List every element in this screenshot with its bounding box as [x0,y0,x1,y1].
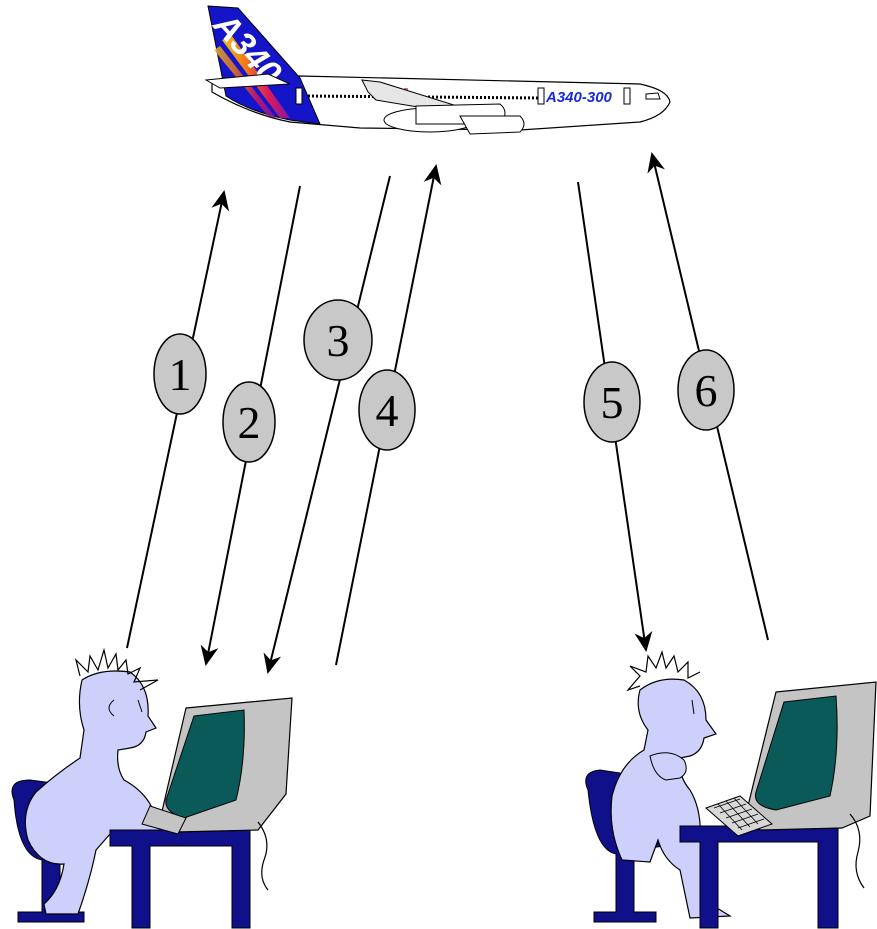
right-monitor-screen [754,695,838,811]
badge-number: 4 [376,385,399,436]
message-badge-4: 4 [358,369,416,451]
aircraft-fuselage-text: A340-300 [545,89,613,106]
right-cable [849,813,865,889]
right-person-hand [649,752,687,781]
aircraft-tail-fin [207,5,321,125]
message-arrow-1 [126,190,230,649]
left-cable [257,821,269,891]
badge-number: 2 [238,397,261,448]
aircraft-door [295,87,303,105]
message-badge-3: 3 [303,299,373,381]
left-person-hair [74,647,159,691]
badge-number: 3 [327,315,350,366]
left-computer [141,697,293,891]
aircraft-engine-nacelle [459,115,525,135]
badge-number: 1 [169,349,192,400]
right-desk [679,825,839,929]
aircraft-stabilizer [204,73,291,89]
right-keyboard [705,795,773,837]
aircraft-door [537,87,545,105]
left-workstation [11,647,293,929]
message-arrow-3 [263,175,391,674]
aircraft-cockpit [645,92,661,100]
message-badges: 1 2 3 4 5 6 [153,299,735,463]
badge-number: 5 [601,377,624,428]
left-monitor-screen [165,709,245,819]
message-badge-6: 6 [677,349,735,431]
right-computer [705,681,877,889]
message-badge-1: 1 [153,333,207,415]
right-keyboard-keys [713,797,765,831]
left-keyboard [141,805,187,835]
badge-number: 6 [695,365,718,416]
left-desk [109,829,251,929]
right-workstation [585,649,877,929]
message-badge-5: 5 [583,361,641,443]
right-person-hair [626,649,701,692]
aircraft: A340 A340-300 [204,5,671,135]
aircraft-door [623,87,631,105]
message-badge-2: 2 [222,381,276,463]
